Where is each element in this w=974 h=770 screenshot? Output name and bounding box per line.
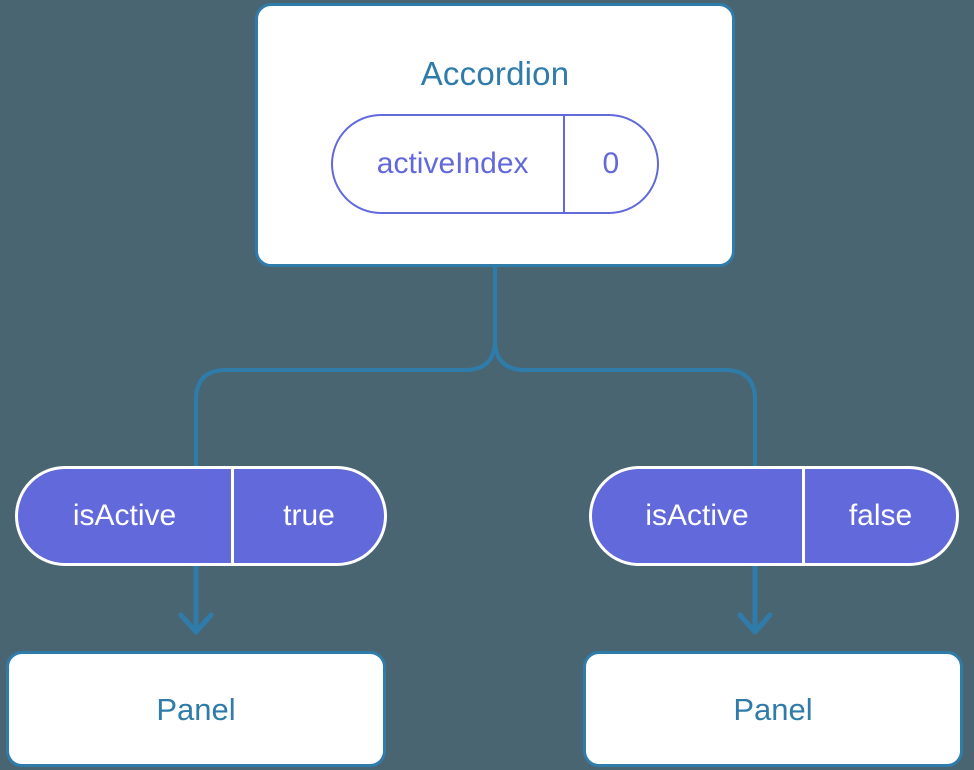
- fork-branch-right: [493, 264, 757, 468]
- panel-left-prop-pill: isActive true: [15, 466, 387, 566]
- panel-right-prop-value: false: [848, 499, 913, 532]
- accordion-state-value: 0: [602, 146, 620, 180]
- arrow-head-right: [737, 612, 773, 635]
- panel-left-card: Panel: [6, 651, 386, 767]
- panel-right-prop-pill: isActive false: [589, 466, 959, 566]
- panel-left-title: Panel: [156, 691, 236, 727]
- panel-left-prop-value: true: [283, 499, 335, 532]
- accordion-title: Accordion: [420, 54, 570, 92]
- panel-right-prop-key: isActive: [592, 469, 805, 563]
- arrow-head-left: [178, 612, 214, 635]
- panel-right-card: Panel: [583, 651, 963, 767]
- accordion-state-key: activeIndex: [333, 115, 565, 212]
- accordion-state-pill: activeIndex 0: [330, 113, 660, 214]
- panel-right-title: Panel: [733, 691, 813, 727]
- accordion-component-card: Accordion activeIndex 0: [255, 3, 735, 267]
- fork-branch-left: [194, 264, 497, 468]
- panel-left-prop-key: isActive: [18, 469, 234, 563]
